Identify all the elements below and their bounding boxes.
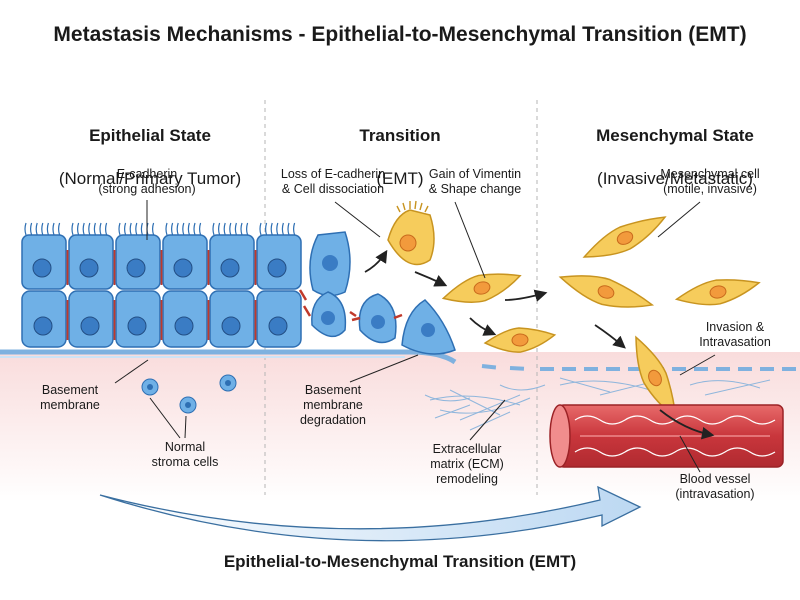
label-blood-vessel: Blood vessel (intravasation) [675, 472, 755, 501]
epithelial-cell [209, 290, 255, 348]
mesenchymal-cell [674, 279, 761, 306]
epithelial-cell [68, 222, 114, 290]
process-arrows [364, 249, 715, 440]
label-basement-membrane: Basement membrane [40, 383, 100, 412]
subheading-epithelial: (Normal/Primary Tumor) [58, 168, 242, 188]
label-ecadherin: E-cadherin (strong adhesion) [98, 167, 196, 196]
epithelial-cell [162, 290, 208, 348]
subheading-mesenchymal: (Invasive/Metastatic) [597, 168, 753, 188]
epithelial-cell [21, 290, 67, 348]
label-stroma-cells: Normal stroma cells [151, 440, 219, 469]
blood-vessel [549, 404, 784, 468]
stroma-cells [141, 374, 237, 414]
emt-bottom-label: Epithelial-to-Mesenchymal Transition (EM… [223, 552, 577, 571]
epithelial-cell [256, 222, 302, 290]
mesenchymal-cell [441, 273, 522, 303]
detaching-cell [387, 200, 435, 266]
emt-big-arrow [99, 485, 642, 542]
epithelial-cell [21, 222, 67, 290]
label-loss-ecadherin: Loss of E-cadherin & Cell dissociation [280, 167, 386, 196]
epithelial-cell [115, 222, 161, 290]
mesenchymal-cells [441, 216, 761, 420]
column-heading-epithelial: Epithelial State (Normal/Primary Tumor) [30, 104, 270, 189]
label-mesenchymal-cell: Mesenchymal cell (motile, invasive) [660, 167, 760, 196]
mesenchymal-cell [582, 216, 667, 258]
epithelial-cell [162, 222, 208, 290]
leader-lines [114, 200, 716, 473]
label-gain-vimentin: Gain of Vimentin & Shape change [428, 167, 522, 196]
epithelial-cell [256, 290, 302, 348]
column-heading-mesenchymal: Mesenchymal State (Invasive/Metastatic) [555, 104, 795, 189]
column-heading-transition: Transition (EMT) [290, 104, 510, 189]
epithelial-cell [68, 290, 114, 348]
epithelial-cell [209, 222, 255, 290]
subheading-transition: (EMT) [376, 168, 424, 188]
transitioning-cells [298, 231, 456, 355]
mesenchymal-cell [558, 275, 655, 308]
epithelial-cell [115, 290, 161, 348]
label-bm-degradation: Basement membrane degradation [299, 383, 367, 427]
heading-transition: Transition [359, 126, 441, 146]
epithelial-cells-apical-row [21, 222, 302, 290]
diagram-title: Metastasis Mechanisms - Epithelial-to-Me… [53, 23, 747, 46]
mesenchymal-cell [483, 327, 557, 353]
label-invasion: Invasion & Intravasation [699, 320, 771, 349]
label-ecm-remodeling: Extracellular matrix (ECM) remodeling [430, 442, 504, 486]
heading-mesenchymal: Mesenchymal State [596, 126, 754, 146]
heading-epithelial: Epithelial State [89, 126, 211, 146]
epithelial-cells-basal-row [21, 290, 302, 348]
